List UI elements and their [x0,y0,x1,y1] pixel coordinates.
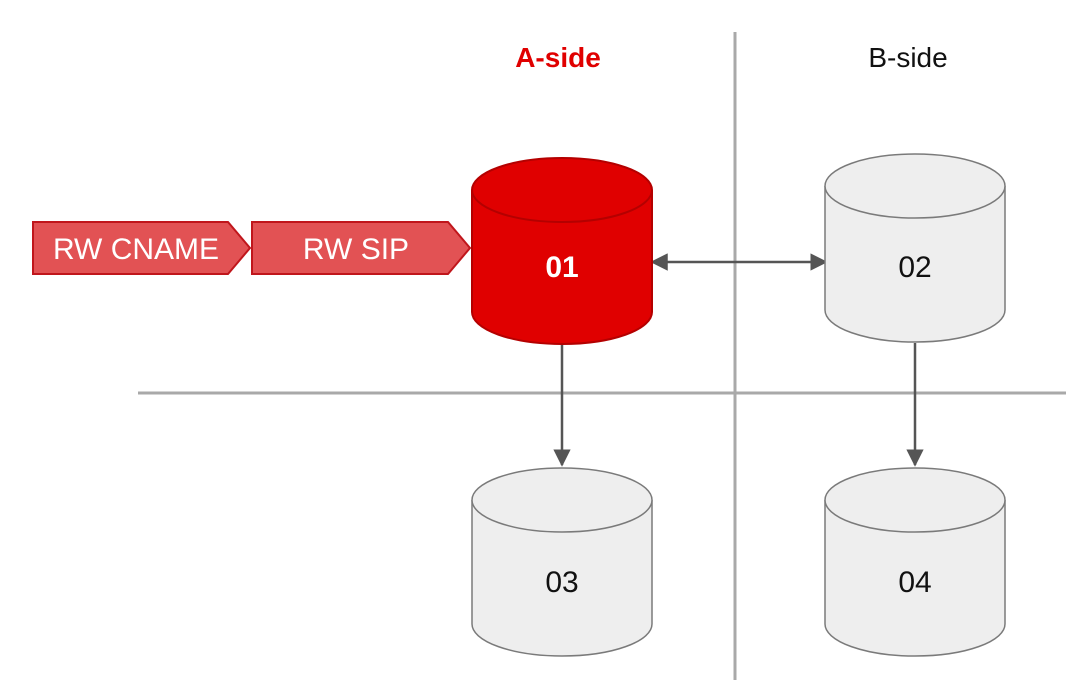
database-03-top [471,467,653,533]
rw-sip-arrow-shape [251,221,472,275]
rw-sip-arrow: RW SIP [251,221,472,275]
database-04: 04 [824,467,1006,657]
database-04-label: 04 [898,566,931,599]
database-02-top [824,153,1006,219]
database-01-body [471,190,653,345]
rw-cname-arrow: RW CNAME [32,221,252,275]
database-03: 03 [471,467,653,657]
b-side-title: B-side [868,42,947,73]
rw-cname-label: RW CNAME [53,233,219,266]
database-03-label: 03 [545,566,578,599]
database-01-label: 01 [545,251,578,284]
database-04-body [824,500,1006,657]
database-02-label: 02 [898,251,931,284]
rw-sip-label: RW SIP [303,233,409,266]
database-02-body [824,186,1006,343]
database-03-body [471,500,653,657]
database-04-top [824,467,1006,533]
database-01-top [471,157,653,223]
rw-cname-arrow-shape [32,221,252,275]
a-side-title: A-side [515,42,601,73]
database-02: 02 [824,153,1006,343]
database-01: 01 [471,157,653,345]
